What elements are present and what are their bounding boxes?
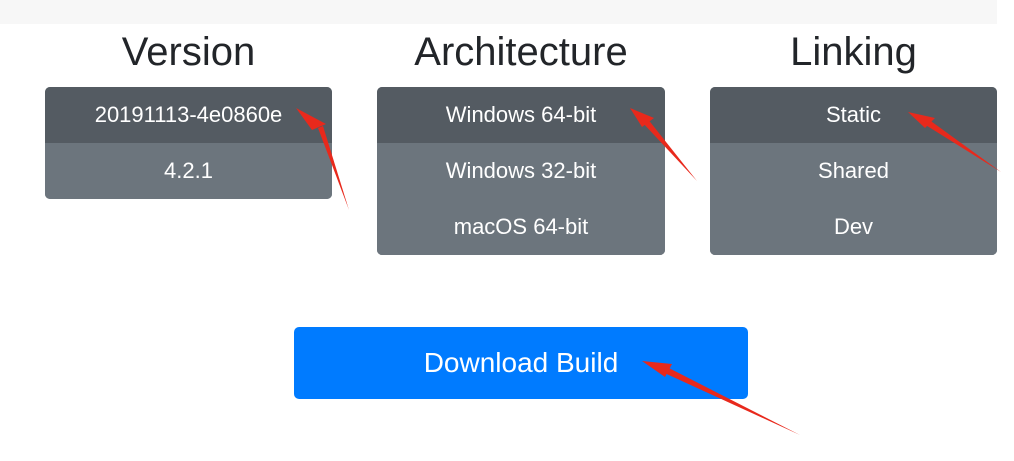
linking-title: Linking [790, 30, 917, 74]
architecture-option-windows-64-bit[interactable]: Windows 64-bit [377, 87, 665, 143]
linking-option-shared[interactable]: Shared [710, 143, 997, 199]
architecture-title: Architecture [414, 30, 628, 74]
version-option-20191113-4e0860e[interactable]: 20191113-4e0860e [45, 87, 332, 143]
download-build-button[interactable]: Download Build [294, 327, 748, 399]
version-title: Version [121, 30, 256, 74]
architecture-options: Windows 64-bit Windows 32-bit macOS 64-b… [377, 87, 665, 255]
linking-option-static[interactable]: Static [710, 87, 997, 143]
architecture-option-windows-32-bit[interactable]: Windows 32-bit [377, 143, 665, 199]
version-option-4-2-1[interactable]: 4.2.1 [45, 143, 332, 199]
architecture-option-macos-64-bit[interactable]: macOS 64-bit [377, 199, 665, 255]
linking-options: Static Shared Dev [710, 87, 997, 255]
version-options: 20191113-4e0860e 4.2.1 [45, 87, 332, 199]
top-strip [0, 0, 997, 24]
linking-option-dev[interactable]: Dev [710, 199, 997, 255]
